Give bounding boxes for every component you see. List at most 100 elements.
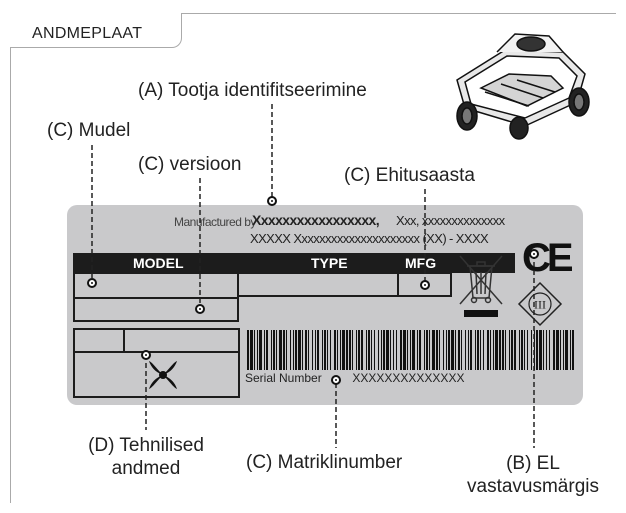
barcode-bar — [273, 330, 275, 370]
barcode-bar — [432, 330, 435, 370]
barcode-bar — [565, 330, 568, 370]
barcode-bar — [417, 330, 418, 370]
callout-tech-data-line2: andmed — [111, 458, 181, 479]
barcode-bar — [410, 330, 411, 370]
barcode-bar — [302, 330, 303, 370]
callout-model: (C) Mudel — [47, 120, 131, 141]
barcode-bar — [250, 330, 253, 370]
barcode-bar — [361, 330, 363, 370]
manufacturer-address: Xxx, xxxxxxxxxxxxxx — [396, 213, 505, 228]
barcode-bar — [543, 330, 544, 370]
rating-plate — [67, 205, 583, 405]
barcode-bar — [524, 330, 525, 370]
barcode-bar — [371, 330, 372, 370]
callout-serial-number: (C) Matriklinumber — [246, 452, 403, 473]
callout-manufacturer-id: (A) Tootja identifitseerimine — [138, 80, 367, 101]
barcode-bar — [509, 330, 510, 370]
barcode-bar — [381, 330, 382, 370]
barcode-bar — [424, 330, 425, 370]
barcode-bar — [455, 330, 456, 370]
barcode-bar — [519, 330, 520, 370]
barcode-bar — [283, 330, 285, 370]
barcode-bar — [349, 330, 351, 370]
barcode-bar — [312, 330, 313, 370]
barcode-bar — [448, 330, 450, 370]
barcode-bar — [468, 330, 469, 370]
barcode-bar — [511, 330, 513, 370]
header-bar: MODEL TYPE MFG — [73, 253, 515, 273]
barcode-bar — [495, 330, 498, 370]
barcode-bar — [264, 330, 265, 370]
barcode-bar — [483, 330, 484, 370]
barcode-bar — [446, 330, 447, 370]
barcode-bar — [465, 330, 466, 370]
barcode-bar — [340, 330, 341, 370]
tech-data-divider — [74, 351, 239, 353]
barcode-bar — [553, 330, 555, 370]
class-iii-label: III — [534, 298, 546, 312]
serial-barcode — [247, 330, 574, 370]
barcode-bar — [563, 330, 564, 370]
title-tab — [10, 13, 182, 48]
barcode-bar — [266, 330, 268, 370]
barcode-bar — [521, 330, 523, 370]
page-title: ANDMEPLAAT — [32, 25, 143, 42]
callout-build-year: (C) Ehitusaasta — [344, 165, 475, 186]
barcode-bar — [461, 330, 462, 370]
barcode-bar — [305, 330, 307, 370]
manufacturer-line2: XXXXX Xxxxxxxxxxxxxxxxxxxxx (XX) - XXXX — [250, 231, 489, 246]
column-mfg: MFG — [405, 255, 437, 271]
barcode-bar — [412, 330, 415, 370]
barcode-bar — [556, 330, 559, 370]
barcode-bar — [549, 330, 550, 370]
fan-icon — [149, 361, 177, 389]
barcode-bar — [315, 330, 316, 370]
barcode-bar — [286, 330, 287, 370]
tech-data-col-divider — [123, 329, 125, 352]
barcode-bar — [443, 330, 444, 370]
barcode-bar — [572, 330, 574, 370]
barcode-bar — [378, 330, 379, 370]
barcode-bar — [458, 330, 460, 370]
barcode-bar — [352, 330, 353, 370]
barcode-bar — [493, 330, 494, 370]
barcode-bar — [536, 330, 538, 370]
barcode-bar — [502, 330, 504, 370]
serial-number-row: Serial Number XXXXXXXXXXXXXX — [245, 371, 464, 385]
callout-ce-line2: vastavusmärgis — [467, 476, 599, 497]
barcode-bar — [490, 330, 491, 370]
manufacturer-name: Xxxxxxxxxxxxxxxxx, — [252, 212, 380, 228]
barcode-bar — [429, 330, 430, 370]
barcode-bar — [293, 330, 294, 370]
barcode-bar — [475, 330, 476, 370]
column-type: TYPE — [311, 255, 348, 271]
dot-version — [195, 304, 205, 314]
barcode-bar — [560, 330, 561, 370]
barcode-bar — [290, 330, 291, 370]
barcode-bar — [487, 330, 489, 370]
barcode-bar — [298, 330, 301, 370]
barcode-bar — [436, 330, 438, 370]
dot-model — [87, 278, 97, 288]
column-model: MODEL — [133, 255, 184, 271]
callout-ce: (B) EL vastavusmärgis — [458, 452, 608, 498]
barcode-bar — [247, 330, 249, 370]
barcode-bar — [374, 330, 375, 370]
barcode-bar — [308, 330, 309, 370]
crossed-bin-icon — [459, 255, 503, 317]
barcode-bar — [356, 330, 357, 370]
barcode-bar — [337, 330, 338, 370]
robot-mower-icon — [456, 33, 590, 140]
barcode-bar — [403, 330, 406, 370]
barcode-bar — [254, 330, 255, 370]
barcode-bar — [393, 330, 394, 370]
barcode-bar — [439, 330, 440, 370]
barcode-bar — [276, 330, 277, 370]
barcode-bar — [451, 330, 454, 370]
callout-tech-data: (D) Tehnilised andmed — [72, 434, 220, 480]
barcode-bar — [390, 330, 391, 370]
barcode-bar — [295, 330, 297, 370]
barcode-bar — [386, 330, 389, 370]
barcode-bar — [346, 330, 348, 370]
